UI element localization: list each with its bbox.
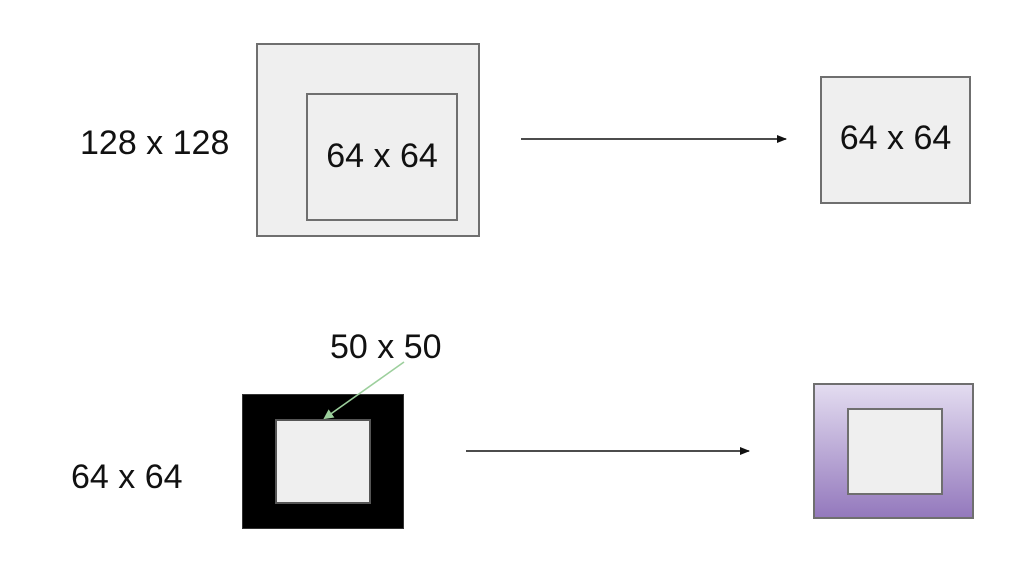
top-input-image-box: 64 x 64 bbox=[256, 43, 480, 237]
bottom-masked-image-box bbox=[242, 394, 404, 529]
top-center-crop-box: 64 x 64 bbox=[306, 93, 458, 221]
bottom-inner-region-box bbox=[275, 419, 371, 504]
bottom-inner-size-label: 50 x 50 bbox=[330, 328, 442, 366]
bottom-output-inner-box bbox=[847, 408, 943, 495]
top-output-image-box: 64 x 64 bbox=[820, 76, 971, 204]
top-crop-size-label: 64 x 64 bbox=[326, 137, 438, 175]
bottom-output-image-box bbox=[813, 383, 974, 519]
bottom-input-size-label: 64 x 64 bbox=[71, 458, 183, 496]
top-output-size-label: 64 x 64 bbox=[839, 119, 952, 157]
inner-size-pointer-arrow bbox=[323, 361, 405, 420]
top-input-size-label: 128 x 128 bbox=[80, 124, 230, 162]
